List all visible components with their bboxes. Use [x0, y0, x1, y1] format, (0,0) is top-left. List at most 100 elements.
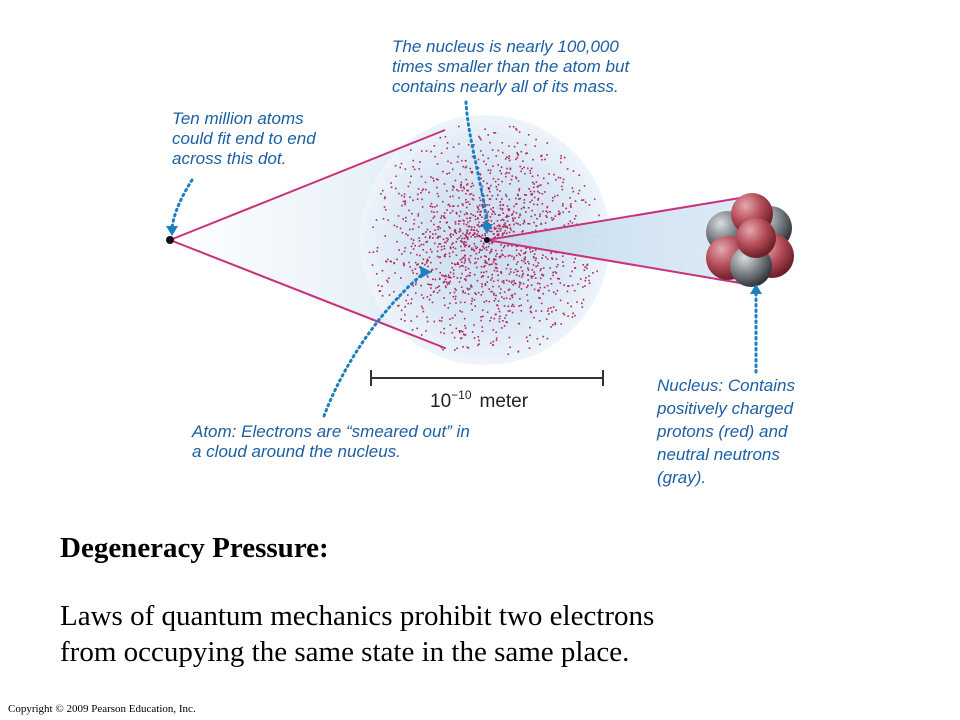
- electron-dot: [497, 149, 500, 152]
- electron-dot: [447, 274, 450, 276]
- electron-dot: [515, 254, 518, 257]
- body-line: from occupying the same state in the sam…: [60, 636, 630, 668]
- electron-dot: [515, 129, 518, 131]
- electron-dot: [502, 212, 505, 214]
- electron-dot: [457, 190, 460, 192]
- electron-dot: [418, 168, 421, 170]
- electron-dot: [398, 192, 400, 195]
- electron-dot: [476, 235, 478, 238]
- electron-dot: [470, 229, 473, 231]
- electron-dot: [452, 195, 454, 198]
- electron-dot: [403, 193, 406, 196]
- electron-dot: [511, 294, 514, 296]
- electron-dot: [465, 244, 468, 246]
- electron-dot: [471, 198, 474, 200]
- electron-dot: [466, 236, 469, 238]
- electron-dot: [530, 194, 533, 196]
- electron-dot: [527, 222, 529, 225]
- electron-dot: [562, 178, 565, 181]
- electron-dot: [505, 279, 508, 282]
- electron-dot: [433, 180, 435, 182]
- electron-dot: [412, 285, 414, 287]
- electron-dot: [436, 255, 439, 258]
- electron-dot: [557, 264, 559, 266]
- electron-dot: [516, 152, 518, 154]
- electron-dot: [431, 251, 433, 253]
- electron-dot: [555, 266, 558, 268]
- electron-dot: [576, 301, 578, 303]
- electron-dot: [436, 204, 438, 207]
- electron-dot: [493, 132, 495, 134]
- electron-dot: [527, 274, 529, 276]
- electron-dot: [559, 177, 562, 179]
- electron-dot: [477, 230, 480, 233]
- electron-dot: [521, 276, 523, 278]
- electron-dot: [499, 207, 502, 210]
- electron-dot: [506, 321, 508, 324]
- electron-dot: [483, 301, 486, 303]
- electron-dot: [430, 176, 432, 178]
- electron-dot: [567, 285, 569, 287]
- electron-dot: [444, 217, 446, 219]
- electron-dot: [491, 273, 493, 276]
- electron-dot: [495, 255, 497, 257]
- electron-dot: [446, 147, 448, 150]
- electron-dot: [543, 286, 546, 289]
- electron-dot: [519, 213, 521, 216]
- electron-dot: [464, 327, 467, 329]
- electron-dot: [458, 215, 461, 217]
- electron-dot: [425, 231, 427, 233]
- electron-dot: [401, 204, 403, 207]
- electron-dot: [538, 290, 540, 292]
- electron-dot: [451, 331, 454, 334]
- electron-dot: [377, 284, 380, 287]
- electron-dot: [574, 267, 576, 269]
- electron-dot: [522, 222, 524, 225]
- electron-dot: [433, 242, 436, 245]
- electron-dot: [446, 142, 449, 144]
- electron-dot: [486, 212, 488, 215]
- electron-dot: [470, 286, 472, 288]
- electron-dot: [523, 206, 525, 209]
- electron-dot: [435, 287, 437, 289]
- electron-dot: [531, 269, 534, 271]
- electron-dot: [408, 261, 410, 264]
- electron-dot: [481, 203, 483, 206]
- electron-dot: [571, 222, 574, 224]
- electron-dot: [521, 259, 523, 262]
- electron-dot: [412, 159, 415, 162]
- dot-annotation: Ten million atoms could fit end to end a…: [172, 109, 320, 168]
- electron-dot: [500, 271, 502, 273]
- electron-dot: [495, 155, 498, 157]
- electron-dot: [487, 187, 490, 189]
- electron-dot: [562, 181, 564, 184]
- electron-dot: [400, 309, 403, 312]
- electron-dot: [513, 282, 516, 284]
- electron-dot: [495, 313, 497, 316]
- electron-dot: [541, 273, 543, 276]
- electron-dot: [433, 211, 435, 214]
- electron-dot: [458, 231, 461, 233]
- electron-dot: [499, 230, 502, 232]
- electron-dot: [501, 280, 504, 283]
- electron-dot: [446, 240, 449, 242]
- electron-dot: [436, 163, 439, 165]
- electron-dot: [480, 240, 482, 242]
- electron-dot: [573, 289, 576, 292]
- electron-dot: [563, 224, 566, 227]
- electron-dot: [553, 217, 555, 220]
- electron-dot: [454, 295, 457, 298]
- electron-dot: [522, 282, 525, 285]
- electron-dot: [422, 243, 425, 246]
- electron-dot: [405, 299, 407, 302]
- electron-dot: [462, 165, 465, 168]
- electron-dot: [511, 245, 513, 247]
- electron-dot: [455, 232, 458, 234]
- electron-dot: [475, 247, 477, 250]
- electron-dot: [447, 281, 450, 284]
- electron-dot: [518, 286, 521, 288]
- electron-dot: [407, 234, 409, 237]
- electron-dot: [464, 278, 467, 281]
- electron-dot: [489, 141, 491, 144]
